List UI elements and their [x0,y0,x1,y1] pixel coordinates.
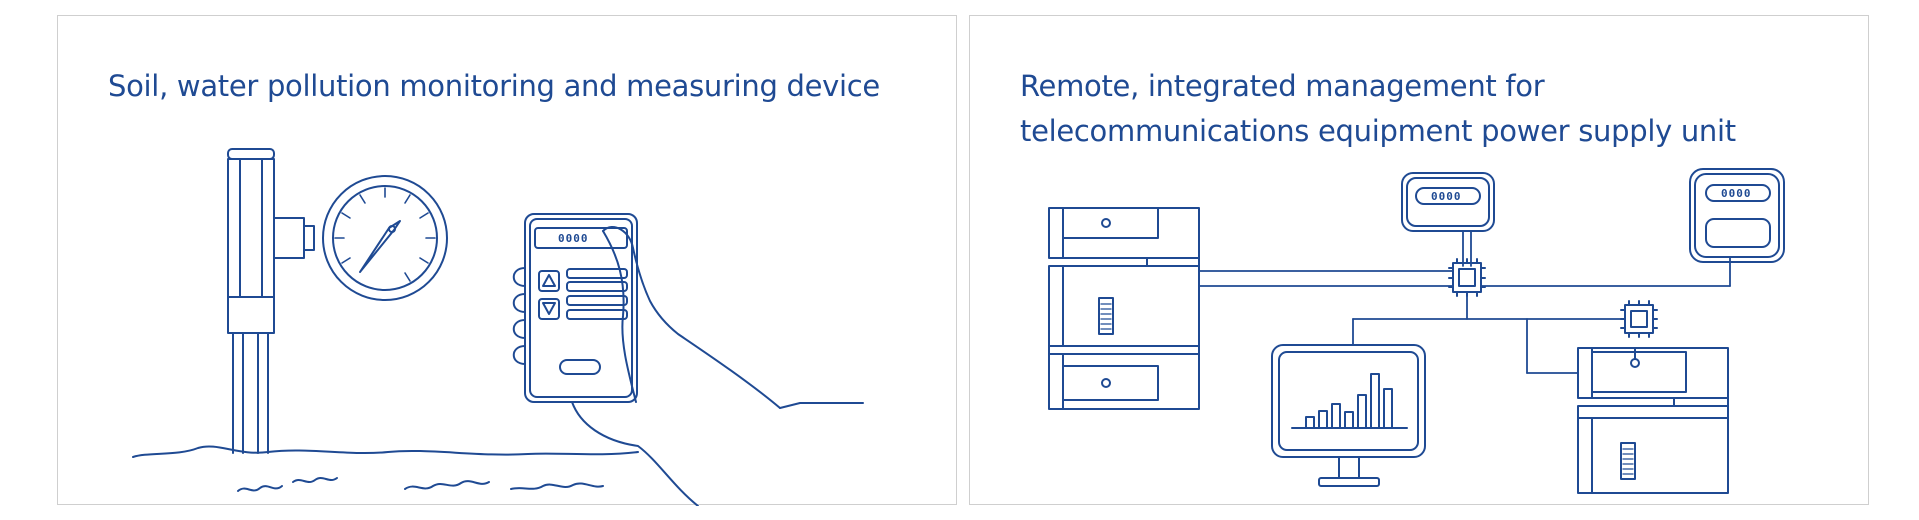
probe-pipe-icon [228,149,314,453]
junction-node-icon [1449,259,1485,296]
panel-title-line: telecommunications equipment power suppl… [1020,114,1736,148]
panel-title: Soil, water pollution monitoring and mea… [108,64,880,109]
panel-title-line: Soil, water pollution monitoring and mea… [108,69,880,103]
power-meter-icon: 0000 [1690,169,1784,262]
power-cabinet-icon [1049,208,1199,409]
junction-node-icon [1621,301,1657,337]
power-management-illustration: 0000 0000 [970,16,1870,506]
power-meter-icon: 0000 [1402,173,1494,231]
handheld-meter-icon: 0000 [525,214,637,402]
hand-icon [514,227,863,506]
panel-remote-power-management: Remote, integrated management for teleco… [969,15,1869,505]
ground-icon [133,446,638,491]
meter-readout: 0000 [1721,187,1752,200]
pressure-gauge-icon [323,176,447,300]
panel-soil-water-monitoring: Soil, water pollution monitoring and mea… [57,15,957,505]
arrow-up-icon [543,275,555,286]
power-cabinet-icon [1578,348,1728,493]
monitor-chart-icon [1272,345,1425,486]
arrow-down-icon [543,303,555,314]
panel-title-line: Remote, integrated management for [1020,69,1545,103]
soil-monitoring-illustration: 0000 [58,16,958,506]
network-lines [1199,232,1730,373]
meter-readout: 0000 [558,232,589,245]
panel-title: Remote, integrated management for teleco… [1020,64,1736,154]
meter-readout: 0000 [1431,190,1462,203]
